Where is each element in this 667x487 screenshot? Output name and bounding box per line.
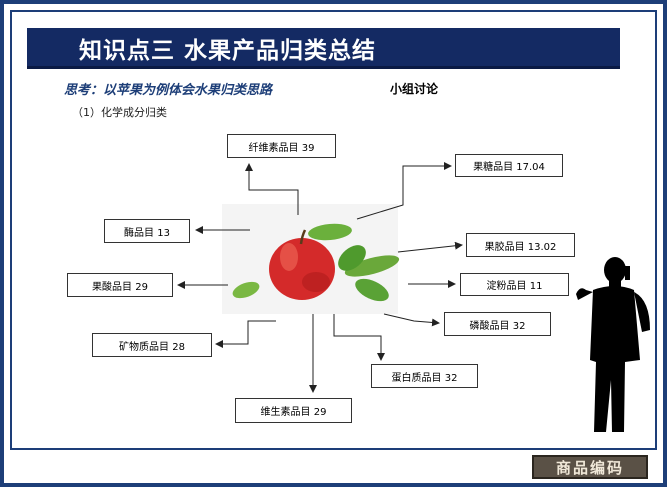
hs-code-badge: 商品编码	[532, 455, 648, 479]
apple-illustration	[232, 223, 400, 302]
title-bar: 知识点三 水果产品归类总结	[27, 28, 620, 69]
group-discussion-label: 小组讨论	[390, 82, 439, 96]
category-fruit-acid: 果酸品目 29	[67, 273, 173, 297]
category-vitamin: 维生素品目 29	[235, 398, 352, 423]
category-protein: 蛋白质品目 32	[371, 364, 478, 388]
bottom-strip	[10, 452, 530, 474]
think-prompt: 思考：以苹果为例体会水果归类思路	[64, 83, 273, 98]
category-enzyme: 酶品目 13	[104, 219, 190, 243]
category-pectin: 果胶品目 13.02	[466, 233, 575, 257]
category-sugar: 果糖品目 17.04	[455, 154, 563, 177]
category-mineral: 矿物质品目 28	[92, 333, 212, 357]
section-subtitle: （1）化学成分归类	[72, 106, 167, 119]
category-phosphoric: 磷酸品目 32	[444, 312, 551, 336]
category-fiber: 纤维素品目 39	[227, 134, 336, 158]
slide-title: 知识点三 水果产品归类总结	[79, 37, 377, 64]
businessman-silhouette	[576, 257, 650, 432]
category-starch: 淀粉品目 11	[460, 273, 569, 296]
